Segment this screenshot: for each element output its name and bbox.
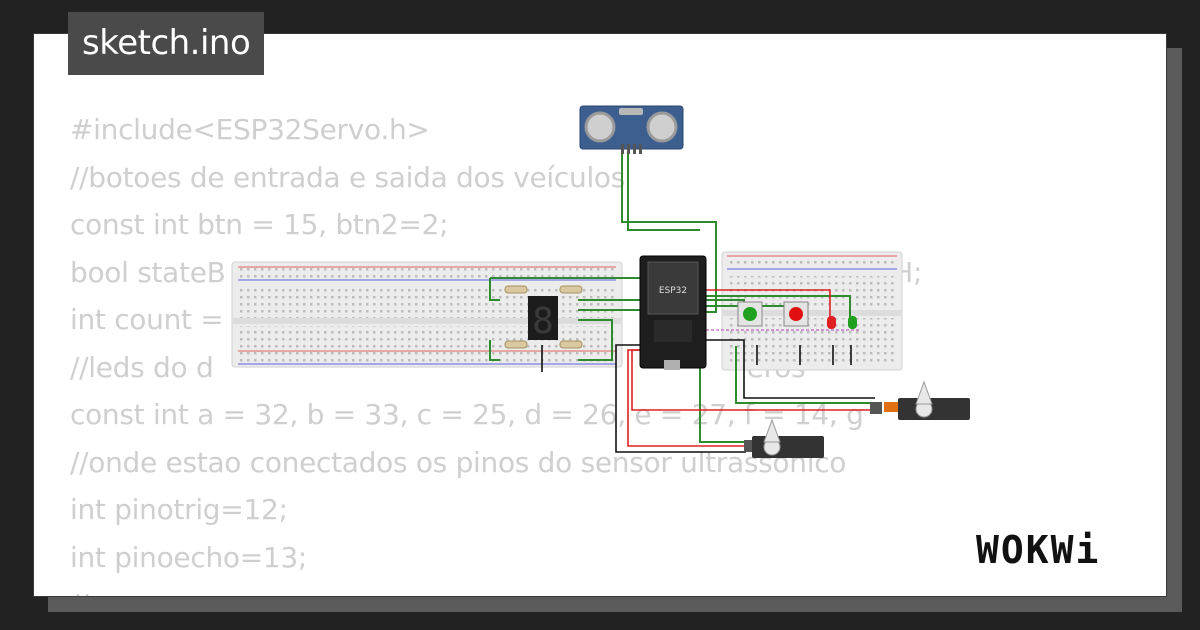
sketch-title: sketch.ino <box>68 12 265 75</box>
servo-motor-lower <box>744 418 824 458</box>
wokwi-logo: WOKWi <box>976 528 1101 572</box>
esp32-board: ESP32 <box>639 255 707 370</box>
red-button <box>783 301 809 327</box>
servo-motor-upper <box>870 380 970 420</box>
seven-segment-display: 8 <box>528 296 558 342</box>
esp32-label: ESP32 <box>659 286 687 296</box>
code-line: const int a = 32, b = 33, c = 25, d = 26… <box>70 398 864 431</box>
breadboard-right <box>721 251 903 371</box>
red-led <box>827 316 836 329</box>
wires-red <box>627 289 875 447</box>
code-line: // <box>70 581 922 596</box>
green-led <box>848 316 857 329</box>
resistors <box>504 285 583 349</box>
code-line: int count = <box>70 303 224 336</box>
green-button <box>737 301 763 327</box>
code-line: //botoes de entrada e saida dos veículos <box>70 160 626 194</box>
code-line: #include<ESP32Servo.h> <box>70 113 430 146</box>
code-line: int pinoecho=13; <box>70 540 308 574</box>
seven-segment-digit: 8 <box>532 301 554 342</box>
code-line: const int btn = 15, btn2=2; <box>70 208 449 241</box>
code-line: int pinotrig=12; <box>70 493 288 526</box>
wires-black <box>541 339 875 453</box>
ultrasonic-sensor <box>579 105 684 154</box>
